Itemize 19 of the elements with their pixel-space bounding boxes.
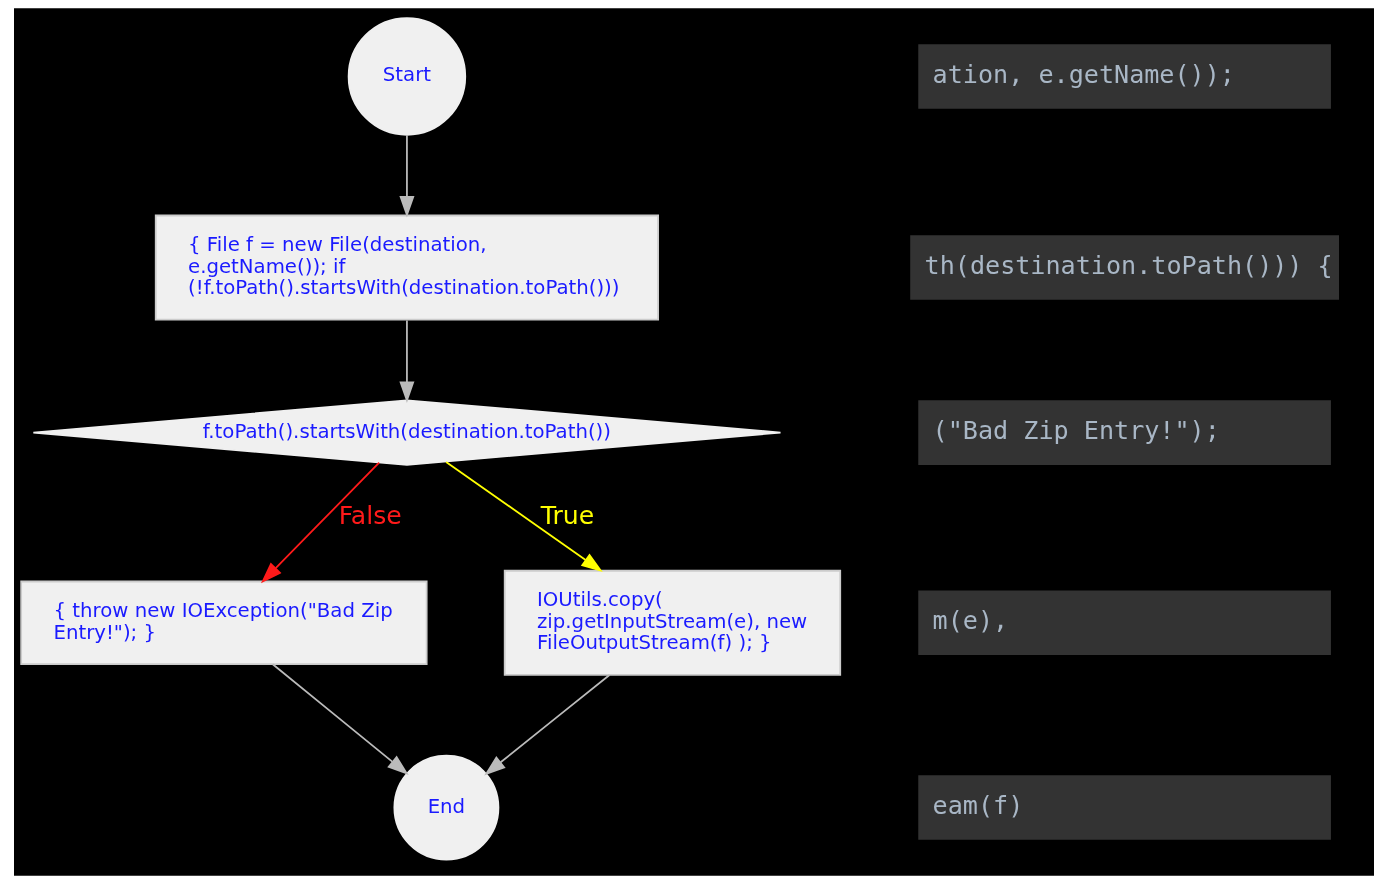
arrow — [260, 461, 380, 584]
node-box: { File f = new File(destination, e.getName()); if (!f.toPath().startsWith(destination.toPath())) — [154, 214, 659, 321]
edge-label: False — [338, 501, 402, 531]
label: eam(f) — [932, 791, 1023, 821]
label: th(destination.toPath())) { — [924, 251, 1333, 281]
node-circle: Start — [347, 17, 466, 136]
node-circle: End — [392, 754, 499, 861]
arrow — [483, 674, 610, 776]
label: ("Bad Zip Entry!"); — [932, 416, 1220, 446]
node-box: { throw new IOException("Bad Zip Entry!"); } — [19, 580, 428, 665]
node-diamond: f.toPath().startsWith(destination.toPath()) — [31, 399, 781, 466]
arrow — [444, 461, 603, 572]
node-box: IOUtils.copy( zip.getInputStream(e), new FileOutputStream(f) ); } — [503, 569, 841, 676]
arrow — [398, 319, 414, 403]
edge-label: True — [540, 501, 594, 531]
arrow — [271, 663, 409, 776]
label: ation, e.getName()); — [932, 60, 1235, 90]
label: m(e), — [932, 606, 1008, 636]
arrow — [398, 134, 414, 218]
